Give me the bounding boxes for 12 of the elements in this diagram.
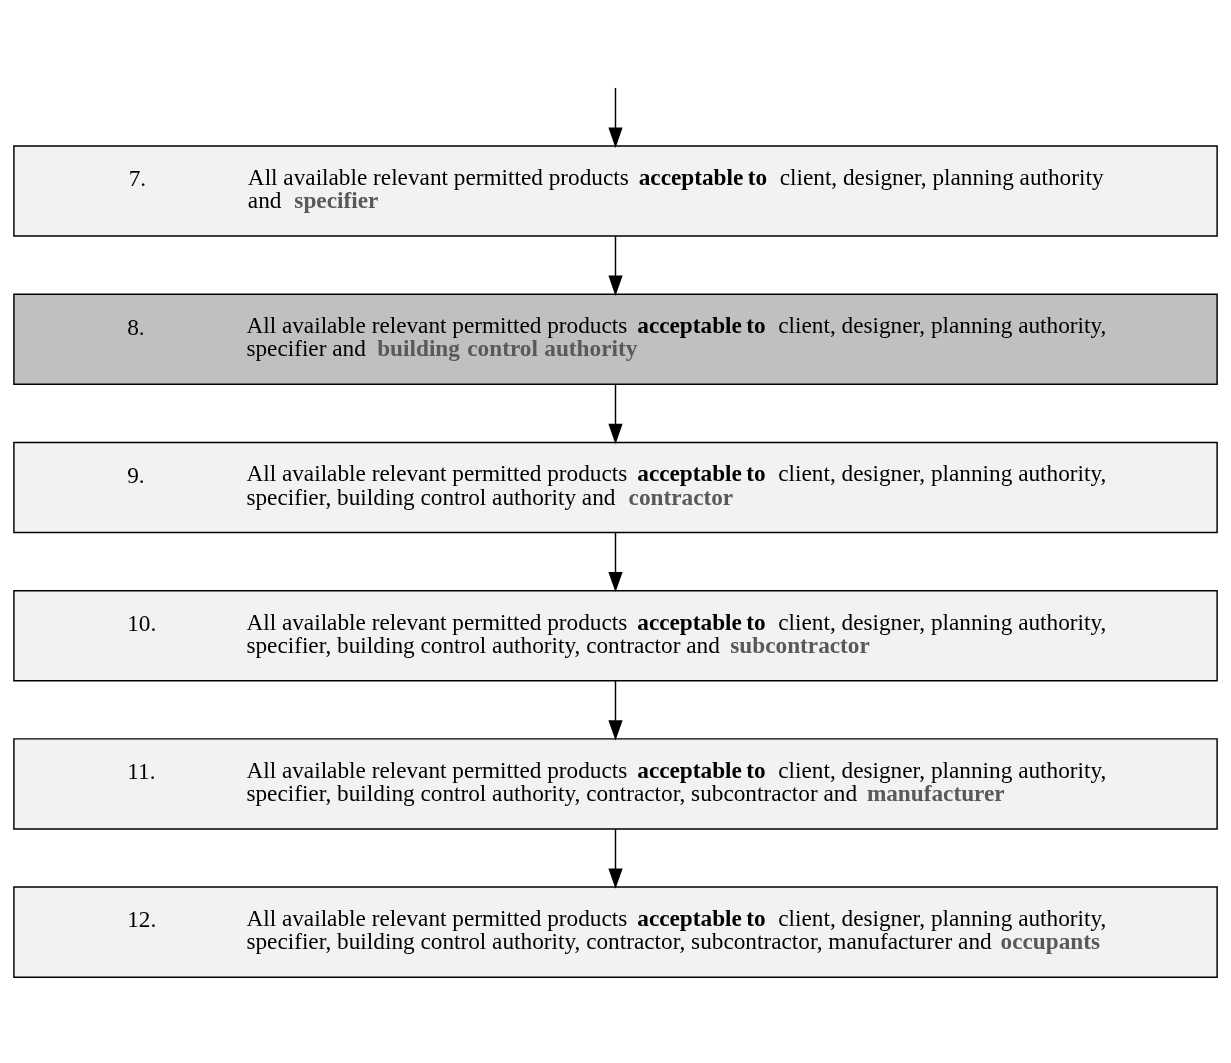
node-box: 9. All available relevant permitted products acceptable to client, designer, planning authority, specifier, building control authority and contractor [13, 441, 1218, 533]
node-box: 7. All available relevant permitted products acceptable to client, designer, planning authority and specifier [13, 144, 1218, 237]
arrow [608, 234, 623, 296]
node-box: 8. All available relevant permitted products acceptable to client, designer, planning authority, specifier and building control authority [13, 293, 1218, 385]
arrow [608, 679, 623, 741]
arrow [608, 383, 623, 444]
arrow [608, 827, 623, 889]
node-box: 11. All available relevant permitted products acceptable to client, designer, planning authority, specifier, building control authority, contractor, subcontractor and manufacturer [13, 737, 1218, 830]
arrow [608, 531, 623, 592]
node-box: 10. All available relevant permitted products acceptable to client, designer, planning authority, specifier, building control authority, contractor and subcontractor [13, 589, 1218, 681]
arrow [608, 86, 623, 148]
node-box: 12. All available relevant permitted products acceptable to client, designer, planning authority, specifier, building control authority, contractor, subcontractor, manufacturer and occupants [13, 885, 1218, 978]
